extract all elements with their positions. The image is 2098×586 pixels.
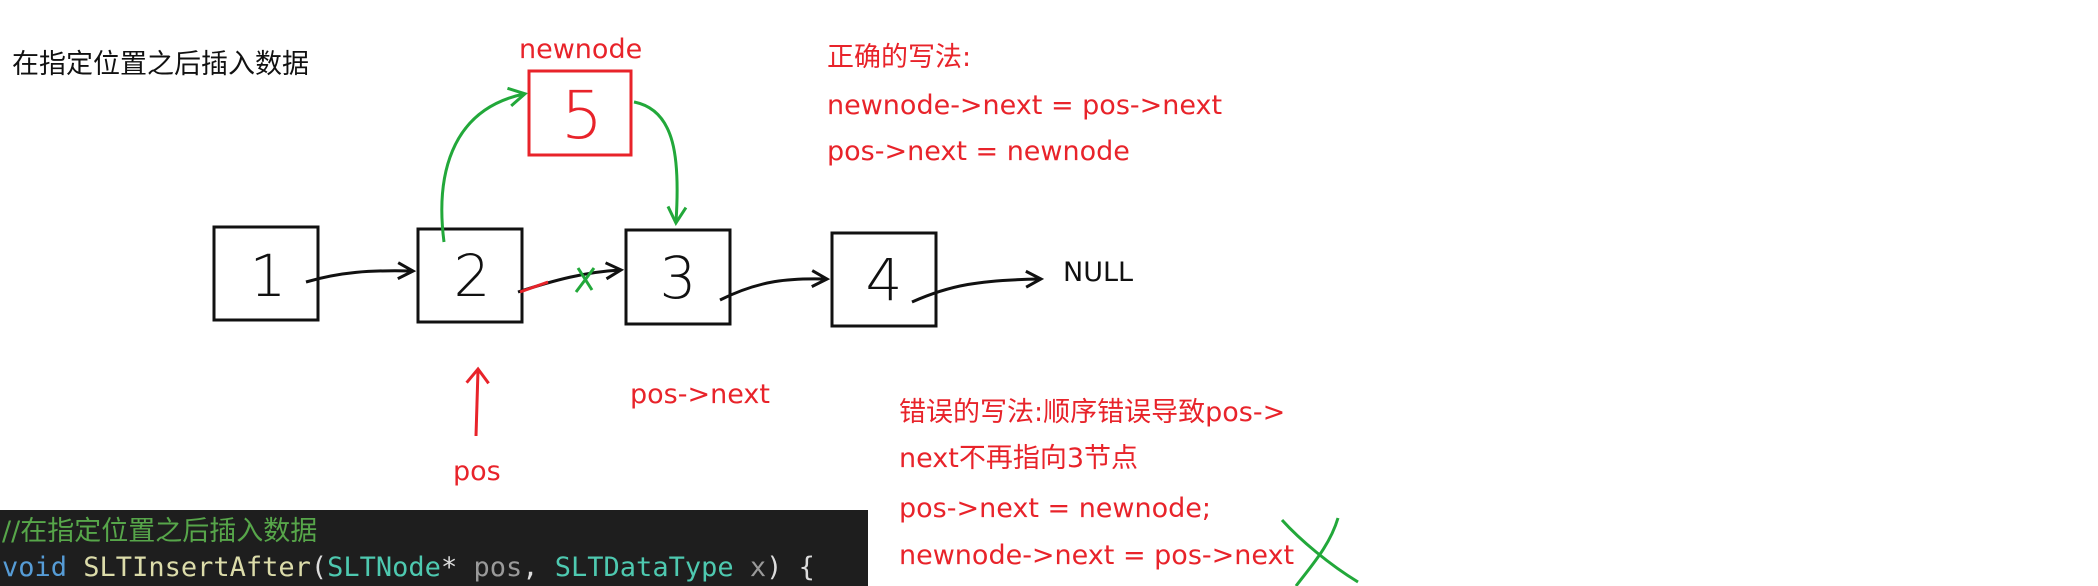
node-value-1: 1	[250, 242, 287, 310]
node-value-4: 4	[866, 246, 903, 314]
correct-line-2: pos->next = newnode	[827, 136, 1130, 167]
node-box-2	[416, 227, 524, 324]
green-x-wrong-mark	[1280, 517, 1359, 586]
arrow-2-to-3-red-segment	[519, 280, 549, 294]
newnode-label: newnode	[519, 34, 642, 65]
green-arrow-newnode-to-3	[633, 100, 688, 227]
correct-heading: 正确的写法:	[827, 42, 971, 73]
node-box-4	[830, 231, 938, 328]
red-arrow-pos	[465, 366, 490, 437]
null-label: NULL	[1063, 257, 1133, 288]
wrong-line-1: pos->next = newnode;	[899, 493, 1211, 524]
code-paren-open: (	[310, 552, 328, 583]
diagram-title: 在指定位置之后插入数据	[12, 49, 309, 80]
wrong-line-2: newnode->next = pos->next	[899, 540, 1294, 571]
code-function-name: SLTInsertAfter	[83, 552, 311, 583]
node-box-3	[624, 228, 732, 326]
code-line-signature: void SLTInsertAfter(SLTNode* pos, SLTDat…	[0, 550, 868, 586]
correct-line-1: newnode->next = pos->next	[827, 90, 1222, 121]
node-value-3: 3	[660, 244, 697, 312]
arrow-1-to-2	[305, 271, 412, 284]
code-snippet-panel: //在指定位置之后插入数据 void SLTInsertAfter(SLTNod…	[0, 510, 868, 586]
wrong-heading: 错误的写法:顺序错误导致pos->	[899, 397, 1285, 428]
code-pointer-star: *	[440, 552, 458, 583]
pos-label: pos	[453, 456, 501, 487]
pos-next-label: pos->next	[630, 379, 770, 410]
code-param-pos: pos	[473, 552, 523, 583]
wrong-heading-2: next不再指向3节点	[899, 443, 1138, 474]
code-comma: ,	[522, 552, 539, 583]
node-box-1	[212, 225, 320, 322]
code-paren-close: ) {	[766, 552, 815, 583]
arrow-4-to-null	[911, 279, 1040, 304]
code-keyword-void: void	[2, 552, 68, 583]
code-line-comment: //在指定位置之后插入数据	[0, 514, 868, 550]
code-type-sltdatatype: SLTDataType	[554, 552, 734, 583]
green-arrow-pos-to-newnode	[440, 86, 528, 243]
green-cross-mark	[574, 267, 596, 293]
code-comment: //在指定位置之后插入数据	[2, 516, 318, 547]
code-type-sltnode: SLTNode	[327, 552, 441, 583]
arrow-3-to-4	[719, 279, 826, 302]
code-param-x: x	[749, 552, 767, 583]
node-value-new: 5	[561, 77, 603, 154]
node-box-new	[527, 69, 633, 157]
node-value-2: 2	[454, 242, 491, 310]
